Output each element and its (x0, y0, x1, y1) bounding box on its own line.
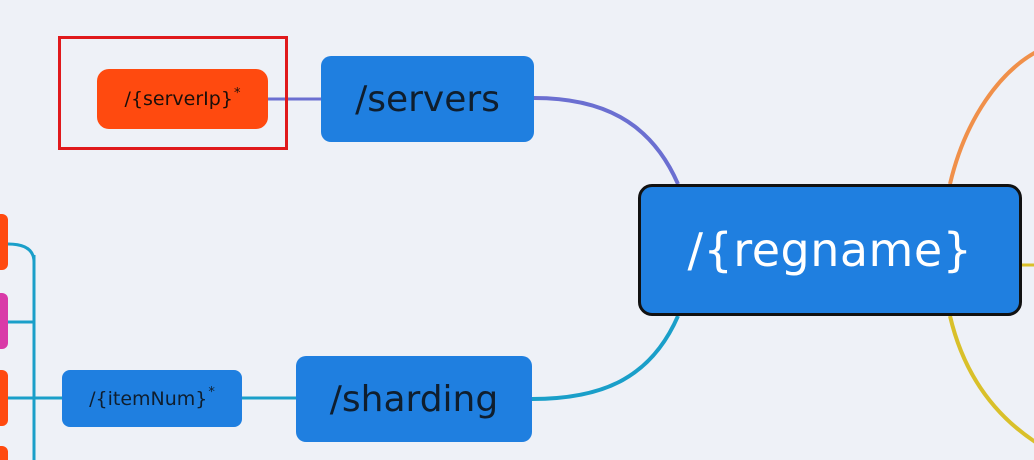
node-serverip[interactable]: /{serverIp}* (97, 69, 268, 129)
link-root-to-sharding (531, 315, 680, 401)
link-root-to-servers (533, 96, 680, 185)
offscreen-node-3[interactable] (0, 370, 8, 426)
node-root-label: /{regname} (687, 223, 973, 277)
link-left-stub-1 (7, 242, 36, 263)
offscreen-node-4[interactable] (0, 446, 8, 460)
node-servers[interactable]: /servers (321, 56, 534, 142)
highlight-box (58, 36, 288, 150)
node-sharding-label: /sharding (329, 378, 499, 420)
node-serverip-label: /{serverIp} (124, 88, 233, 110)
node-itemnum-suffix: * (208, 385, 215, 400)
node-itemnum-label: /{itemNum} (89, 387, 208, 410)
link-root-upper-right (948, 51, 1034, 185)
link-root-lower-right (948, 315, 1034, 444)
offscreen-node-2[interactable] (0, 293, 8, 349)
node-servers-label: /servers (355, 78, 500, 120)
offscreen-node-1[interactable] (0, 214, 8, 270)
node-sharding[interactable]: /sharding (296, 356, 532, 442)
node-serverip-suffix: * (233, 85, 241, 101)
node-root-regname[interactable]: /{regname} (638, 184, 1022, 316)
node-itemnum[interactable]: /{itemNum}* (62, 370, 242, 427)
